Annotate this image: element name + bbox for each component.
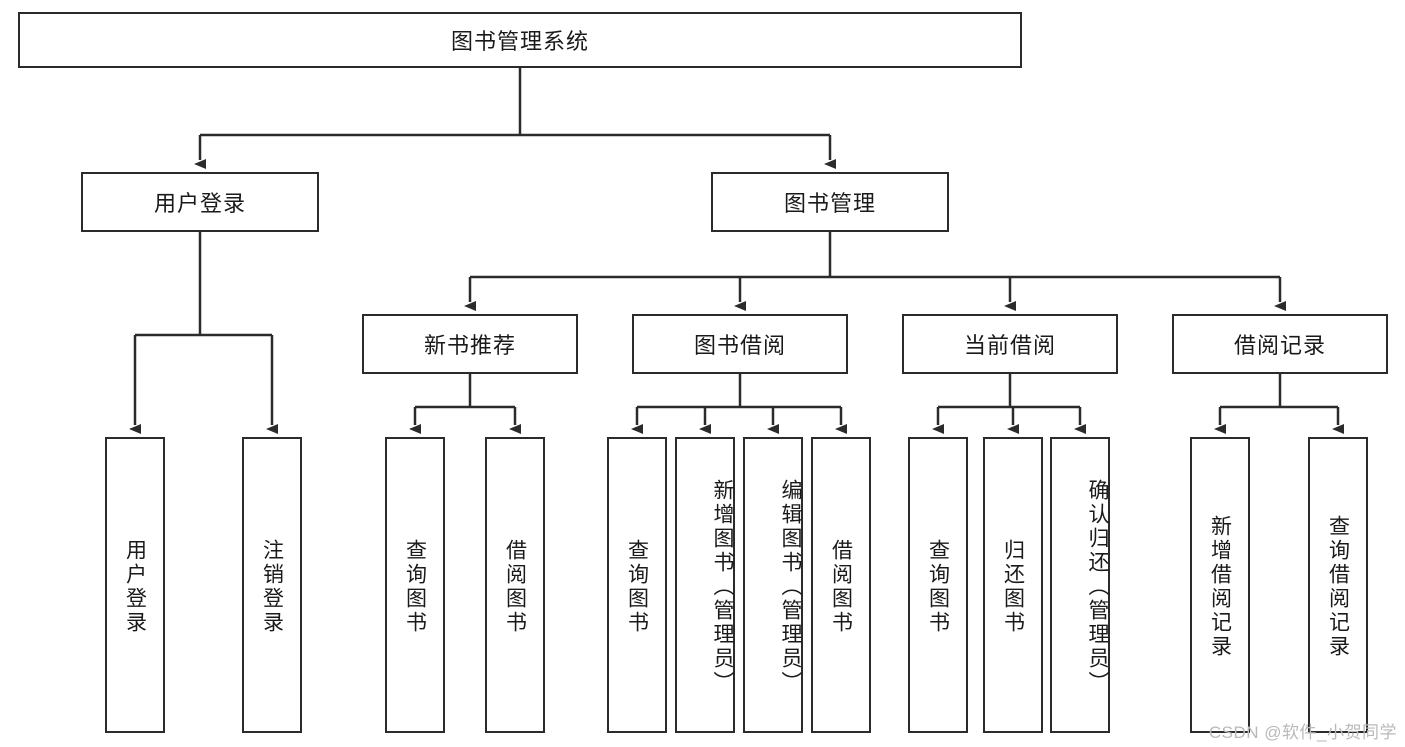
node-leaf-query-books-2[interactable]: 查询图书: [607, 437, 667, 733]
node-root-system-label: 图书管理系统: [450, 29, 589, 54]
node-leaf-query-books-1[interactable]: 查询图书: [385, 437, 445, 733]
edges-bookborrow-to-leaves: [631, 374, 847, 434]
node-leaf-query-books-3[interactable]: 查询图书: [908, 437, 968, 733]
node-leaf-borrow-books-2[interactable]: 借阅图书: [811, 437, 871, 733]
node-book-manage[interactable]: 图书管理: [711, 172, 949, 232]
node-leaf-confirm-return-label: 确认归还（管理员）: [1086, 479, 1109, 695]
node-leaf-edit-book[interactable]: 编辑图书（管理员）: [743, 437, 803, 733]
node-leaf-return-books[interactable]: 归还图书: [983, 437, 1043, 733]
node-new-book-recommend[interactable]: 新书推荐: [362, 314, 578, 374]
node-current-borrow-label: 当前借阅: [963, 333, 1056, 358]
edges-borrowrecord-to-leaves: [1214, 374, 1344, 434]
node-leaf-query-books-1-label: 查询图书: [403, 539, 427, 635]
node-leaf-borrow-books-1-label: 借阅图书: [503, 539, 527, 635]
node-leaf-edit-book-label: 编辑图书（管理员）: [779, 479, 802, 695]
node-leaf-add-record[interactable]: 新增借阅记录: [1190, 437, 1250, 733]
node-leaf-user-login-label: 用户登录: [123, 539, 147, 635]
node-leaf-borrow-books-2-label: 借阅图书: [829, 539, 853, 635]
node-leaf-confirm-return[interactable]: 确认归还（管理员）: [1050, 437, 1110, 733]
node-leaf-add-book[interactable]: 新增图书（管理员）: [675, 437, 735, 733]
node-borrow-record-label: 借阅记录: [1233, 333, 1326, 358]
node-leaf-query-record-label: 查询借阅记录: [1326, 515, 1350, 659]
node-book-borrow[interactable]: 图书借阅: [632, 314, 848, 374]
watermark-text: CSDN @软件_小贺同学: [1208, 723, 1397, 742]
node-leaf-add-record-label: 新增借阅记录: [1208, 515, 1232, 659]
node-leaf-query-books-2-label: 查询图书: [625, 539, 649, 635]
node-leaf-borrow-books-1[interactable]: 借阅图书: [485, 437, 545, 733]
node-leaf-query-books-3-label: 查询图书: [926, 539, 950, 635]
node-leaf-logout[interactable]: 注销登录: [242, 437, 302, 733]
node-leaf-user-login[interactable]: 用户登录: [105, 437, 165, 733]
node-book-manage-label: 图书管理: [783, 191, 876, 216]
node-new-book-recommend-label: 新书推荐: [423, 333, 516, 358]
node-leaf-logout-label: 注销登录: [260, 539, 284, 635]
node-user-login-label: 用户登录: [153, 191, 246, 216]
node-current-borrow[interactable]: 当前借阅: [902, 314, 1118, 374]
node-root-system[interactable]: 图书管理系统: [18, 12, 1022, 68]
node-leaf-add-book-label: 新增图书（管理员）: [711, 479, 734, 695]
edges-newbook-to-leaves: [409, 374, 521, 434]
edges-currentborrow-to-leaves: [932, 374, 1086, 434]
node-leaf-query-record[interactable]: 查询借阅记录: [1308, 437, 1368, 733]
edges-userlogin-to-leaves: [129, 232, 278, 434]
node-user-login[interactable]: 用户登录: [81, 172, 319, 232]
node-borrow-record[interactable]: 借阅记录: [1172, 314, 1388, 374]
node-book-borrow-label: 图书借阅: [693, 333, 786, 358]
edges-bookmanage-to-level3: [464, 232, 1286, 311]
node-leaf-return-books-label: 归还图书: [1001, 539, 1025, 635]
edges-root-to-level2: [194, 68, 836, 169]
